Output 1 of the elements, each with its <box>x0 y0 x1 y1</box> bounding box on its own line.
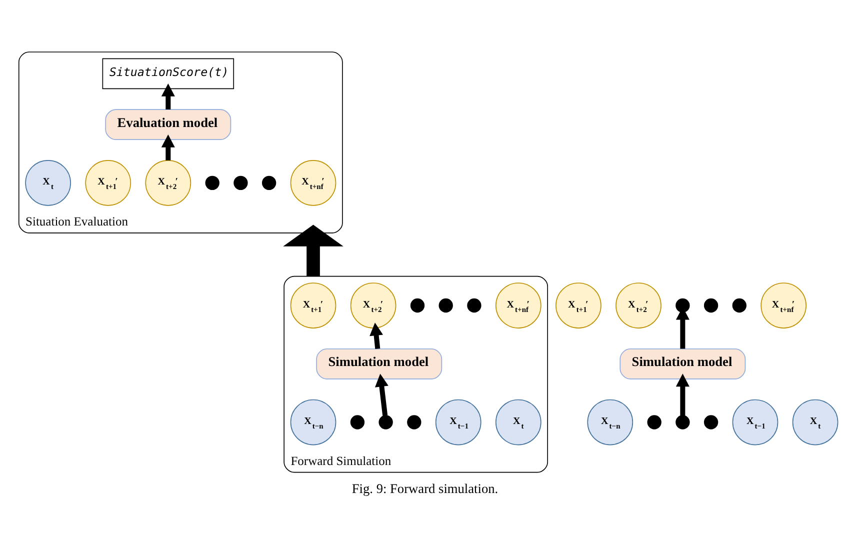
caption: Fig. 9: Forward simulation. <box>352 480 498 496</box>
